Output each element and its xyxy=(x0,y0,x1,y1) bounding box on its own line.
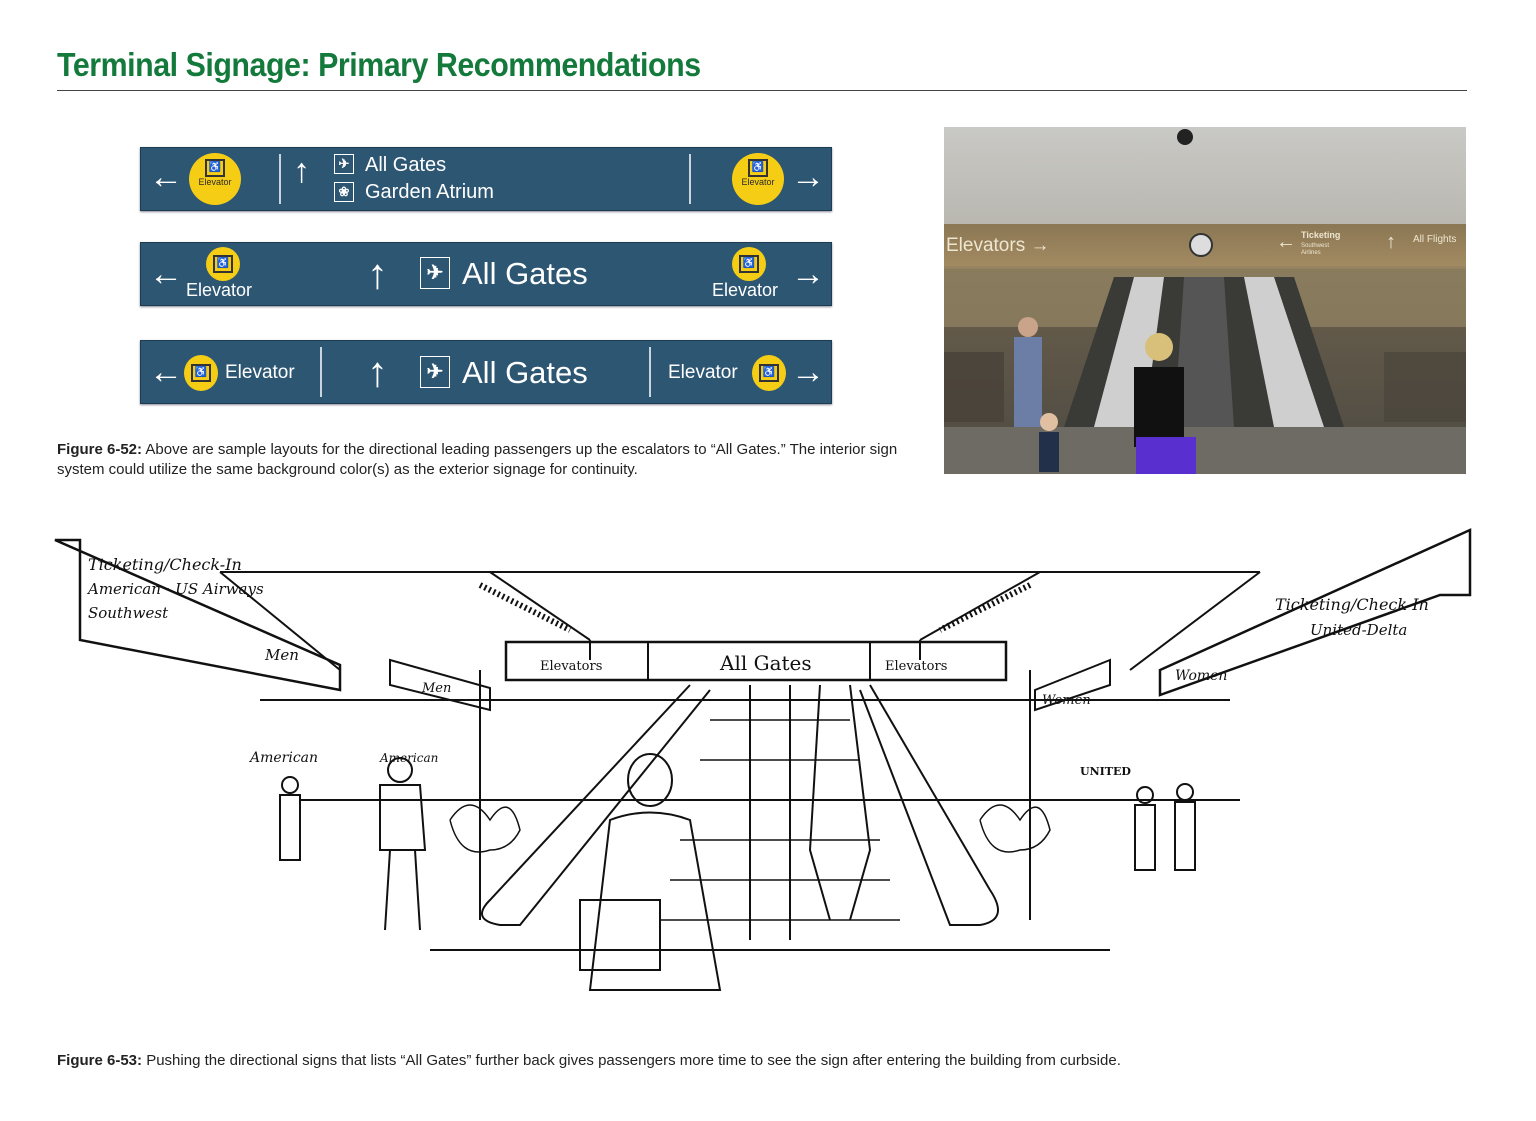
sketch-text: Men xyxy=(421,681,451,696)
elevator-icon: ♿Elevator xyxy=(732,153,784,205)
sketch-text: Ticketing/Check-In xyxy=(1275,595,1429,614)
photo-sign-ticketing-sub: Southwest Airlines xyxy=(1301,243,1330,256)
elevator-icon: ♿ xyxy=(206,247,240,281)
sketch-sign-center: All Gates xyxy=(719,651,812,675)
sketch-text: Men xyxy=(264,646,299,664)
right-arrow-icon: → xyxy=(791,353,825,391)
divider xyxy=(279,154,281,204)
garden-icon: ❀ xyxy=(334,182,354,202)
right-arrow-icon: → xyxy=(791,158,825,196)
sketch-text: UNITED xyxy=(1080,765,1131,778)
title-divider xyxy=(57,90,1467,91)
terminal-photo: Elevators → ← Ticketing Southwest Airlin… xyxy=(944,127,1466,474)
sketch-text: Women xyxy=(1042,693,1091,708)
elevator-icon: ♿ xyxy=(752,355,786,391)
sketch-text: Women xyxy=(1175,668,1227,684)
figure-6-53-caption: Figure 6-53: Pushing the directional sig… xyxy=(57,1051,1457,1071)
sketch-text: United-Delta xyxy=(1310,621,1407,639)
sketch-text: American xyxy=(248,750,318,766)
sign-text: All Gates xyxy=(462,256,588,291)
elevator-label: Elevator xyxy=(225,362,295,383)
sign-layout-2: ← ♿ Elevator ↑ ✈ All Gates ♿ Elevator → xyxy=(140,242,832,306)
sign-text: Garden Atrium xyxy=(365,181,494,203)
figure-text: Above are sample layouts for the directi… xyxy=(57,441,898,478)
right-arrow-icon: → xyxy=(791,255,825,293)
sketch-sign-right: Elevators xyxy=(885,659,947,674)
photo-sign-flights: All Flights xyxy=(1413,234,1457,245)
elevator-label: Elevator xyxy=(712,280,779,300)
sketch-text: American xyxy=(379,751,438,765)
up-arrow-icon: ↑ xyxy=(1386,231,1396,253)
sketch-text: Ticketing/Check-In xyxy=(88,555,242,574)
figure-label: Figure 6-53: xyxy=(57,1052,143,1069)
sign-layout-3: ← ♿ Elevator ↑ ✈ All Gates Elevator ♿ → xyxy=(140,340,832,404)
airplane-icon: ✈ xyxy=(420,257,450,289)
sketch-text: Southwest xyxy=(88,604,169,622)
sign-text: All Gates xyxy=(365,154,447,176)
escalator-sketch: Ticketing/Check-In American · US Airways… xyxy=(54,528,1472,991)
elevator-icon: ♿Elevator xyxy=(189,153,241,205)
figure-6-52-caption: Figure 6-52: Above are sample layouts fo… xyxy=(57,440,927,480)
figure-label: Figure 6-52: xyxy=(57,441,143,458)
left-arrow-icon: ← xyxy=(149,255,183,293)
sign-text: All Gates xyxy=(462,355,588,390)
elevator-label: Elevator xyxy=(668,362,738,383)
divider xyxy=(649,347,651,397)
page-title: Terminal Signage: Primary Recommendation… xyxy=(57,46,701,83)
left-arrow-icon: ← xyxy=(1276,231,1296,253)
up-arrow-icon: ↑ xyxy=(367,348,388,395)
elevator-icon: ♿ xyxy=(732,247,766,281)
left-arrow-icon: ← xyxy=(149,158,183,196)
elevator-icon: ♿ xyxy=(184,355,218,391)
airplane-icon: ✈ xyxy=(334,154,354,174)
photo-sign-ticketing: Ticketing xyxy=(1301,230,1341,240)
photo-scene xyxy=(944,129,1466,474)
divider xyxy=(320,347,322,397)
airplane-icon: ✈ xyxy=(420,356,450,388)
elevator-label: Elevator xyxy=(186,280,253,300)
up-arrow-icon: ↑ xyxy=(293,152,310,190)
figure-text: Pushing the directional signs that lists… xyxy=(146,1052,1121,1069)
photo-sign-elevators: Elevators → xyxy=(946,235,1050,256)
up-arrow-icon: ↑ xyxy=(367,250,388,297)
sign-layout-1: ← ♿Elevator ↑ ✈ All Gates ❀ Garden Atriu… xyxy=(140,147,832,211)
sketch-sign-left: Elevators xyxy=(540,659,602,674)
sketch-text: American · US Airways xyxy=(86,580,264,598)
left-arrow-icon: ← xyxy=(149,353,183,391)
divider xyxy=(689,154,691,204)
